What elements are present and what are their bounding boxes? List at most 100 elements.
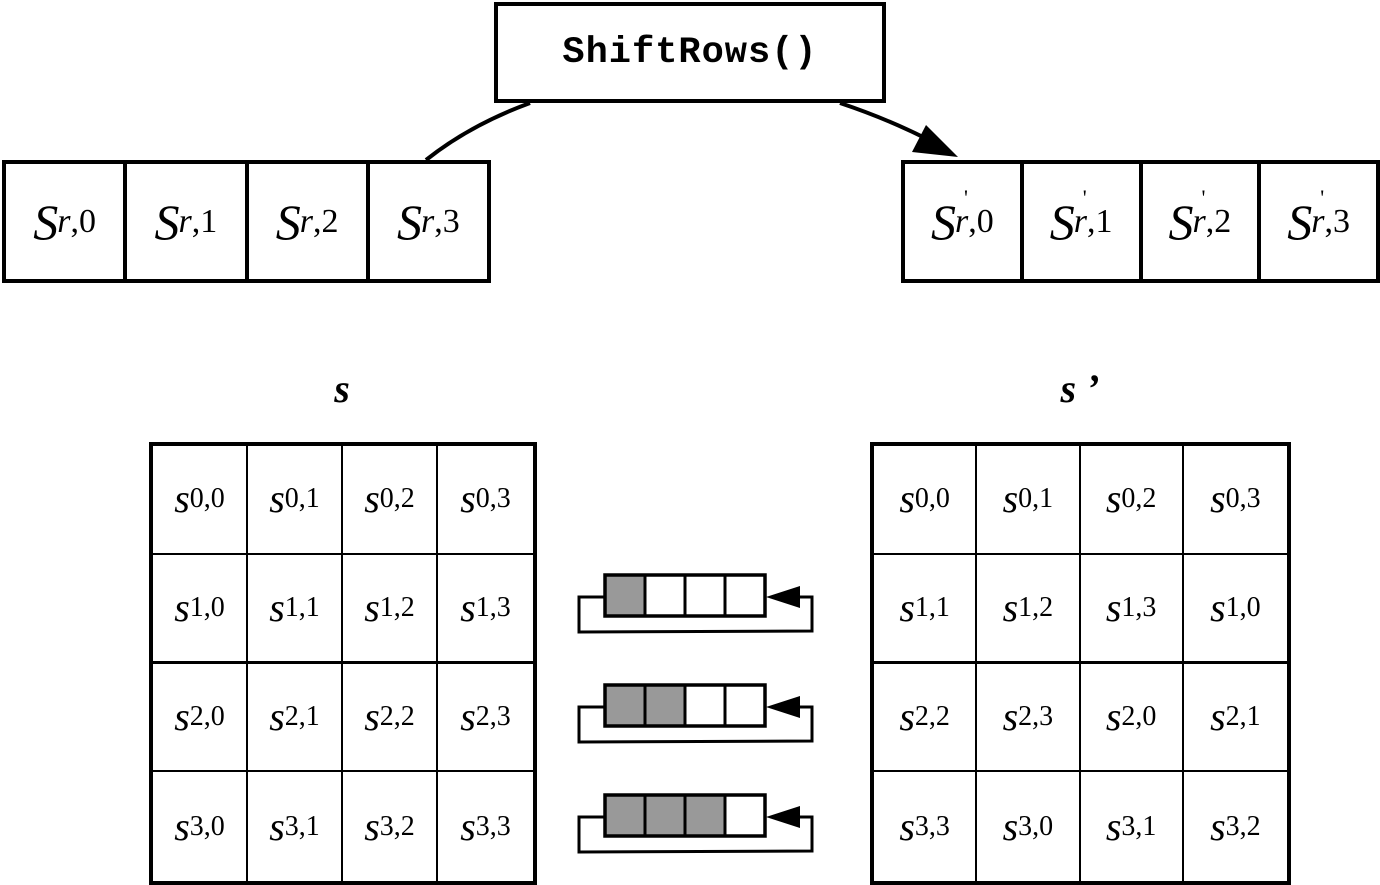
cell-symbol: s bbox=[174, 476, 190, 522]
shiftrows-label: ShiftRows() bbox=[562, 31, 818, 74]
output-arrow bbox=[839, 101, 926, 140]
shifted-byte bbox=[643, 683, 687, 728]
cell-subscript: 2,2 bbox=[914, 700, 950, 732]
shifted-byte bbox=[643, 793, 687, 838]
cell-symbol: s bbox=[364, 693, 380, 739]
cell-symbol: s bbox=[269, 584, 285, 630]
cell-symbol: s bbox=[1002, 584, 1019, 630]
cell-subscript: 3,2 bbox=[379, 810, 415, 842]
cell-subscript: 2,0 bbox=[189, 700, 225, 732]
byte bbox=[683, 683, 727, 728]
cell-symbol: s bbox=[899, 803, 915, 849]
byte bbox=[683, 573, 727, 618]
prime-mark: ' bbox=[1320, 184, 1325, 210]
shift-register-row-1 bbox=[577, 573, 814, 634]
rotate-loop-line bbox=[577, 815, 814, 854]
rotate-arrow-icon bbox=[766, 696, 800, 718]
cell-subscript: 0,1 bbox=[284, 483, 320, 515]
cell-symbol: s bbox=[1002, 803, 1019, 849]
rotate-loop-line bbox=[577, 705, 814, 744]
prime-mark: ' bbox=[1082, 184, 1087, 210]
cell-subscript: 1,0 bbox=[1225, 591, 1261, 623]
cell-subscript: 0,3 bbox=[475, 483, 511, 515]
cell-symbol: s bbox=[364, 803, 380, 849]
cell-symbol: S' bbox=[1168, 184, 1206, 250]
cell-subscript: 1,1 bbox=[914, 591, 950, 623]
cell-subscript: 2,3 bbox=[1018, 700, 1054, 732]
cell-symbol: s bbox=[1210, 803, 1226, 849]
cell-symbol: s bbox=[1002, 476, 1019, 522]
cell-symbol: s bbox=[1105, 693, 1122, 739]
cell-symbol: S' bbox=[1049, 184, 1087, 250]
cell-symbol: s bbox=[1105, 803, 1122, 849]
shiftrows-function-box: ShiftRows() bbox=[494, 2, 886, 103]
output-row-cell-3: S'r,3 bbox=[1257, 164, 1376, 279]
cell-subscript: r,0 bbox=[57, 202, 96, 240]
cell-subscript: r,0 bbox=[955, 202, 994, 240]
shift-register-row-3 bbox=[577, 793, 814, 854]
cell-subscript: 1,1 bbox=[284, 591, 320, 623]
shifted-byte bbox=[603, 573, 647, 618]
cell-symbol: s bbox=[174, 584, 190, 630]
cell-symbol: s bbox=[174, 693, 190, 739]
cell-symbol: s bbox=[460, 803, 476, 849]
rotate-loop-line bbox=[577, 595, 814, 634]
cell-symbol: S' bbox=[931, 184, 968, 250]
input-connector bbox=[424, 101, 531, 162]
cell-symbol: s bbox=[460, 693, 476, 739]
cell-symbol: s bbox=[174, 803, 190, 849]
cell-symbol: s bbox=[1210, 476, 1226, 522]
cell-subscript: 2,0 bbox=[1121, 700, 1157, 732]
shift-register-row-2 bbox=[577, 683, 814, 744]
cell-subscript: 3,0 bbox=[1018, 810, 1054, 842]
cell-symbol: s bbox=[899, 584, 915, 630]
cell-subscript: r,3 bbox=[421, 202, 460, 240]
cell-subscript: 1,2 bbox=[1018, 591, 1054, 623]
rotate-arrow-icon bbox=[766, 586, 800, 608]
cell-subscript: 0,0 bbox=[189, 483, 225, 515]
cell-symbol: s bbox=[269, 476, 285, 522]
cell-subscript: 2,1 bbox=[1225, 700, 1261, 732]
cell-subscript: 0,2 bbox=[379, 483, 415, 515]
cell-subscript: 1,0 bbox=[189, 591, 225, 623]
cell-subscript: 2,1 bbox=[284, 700, 320, 732]
shifted-byte bbox=[603, 793, 647, 838]
shifted-byte bbox=[603, 683, 647, 728]
cell-symbol: s bbox=[364, 584, 380, 630]
cell-symbol: s bbox=[1210, 693, 1226, 739]
cell-subscript: r,2 bbox=[299, 202, 339, 240]
cell-subscript: 1,3 bbox=[475, 591, 511, 623]
cell-subscript: 0,2 bbox=[1121, 483, 1157, 515]
state-in-title: s bbox=[334, 366, 350, 411]
cell-symbol: s bbox=[1210, 584, 1226, 630]
cell-symbol: S bbox=[33, 193, 59, 250]
output-row-cell-0: S'r,0 bbox=[905, 164, 1020, 279]
